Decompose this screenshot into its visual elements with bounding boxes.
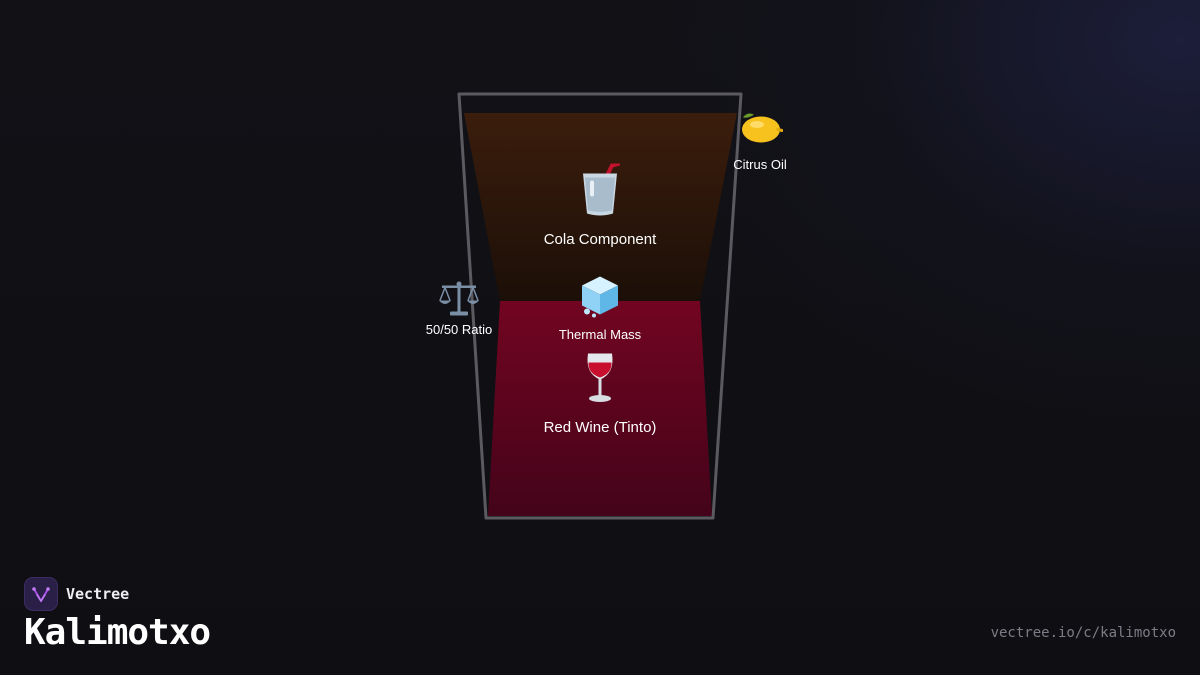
wine-glass-icon [583, 352, 617, 407]
citrus-oil-label: Citrus Oil [733, 157, 787, 172]
glass-outline [457, 92, 743, 520]
red-wine-label: Red Wine (Tinto) [543, 419, 657, 436]
thermal-mass-label: Thermal Mass [558, 327, 642, 342]
balance-scale-icon [438, 281, 480, 320]
ice-cube-icon [578, 274, 622, 321]
cola-component-label: Cola Component [543, 231, 657, 248]
page-title: Kalimotxo [24, 612, 211, 653]
ratio-label: 50/50 Ratio [425, 322, 493, 337]
brand-name: Vectree [66, 585, 130, 603]
cola-cup-icon [580, 161, 622, 221]
page-url: vectree.io/c/kalimotxo [990, 625, 1176, 641]
brand: Vectree [24, 577, 129, 611]
wine-layer [488, 301, 712, 516]
vectree-logo-icon [24, 577, 58, 611]
lemon-icon [737, 110, 784, 149]
